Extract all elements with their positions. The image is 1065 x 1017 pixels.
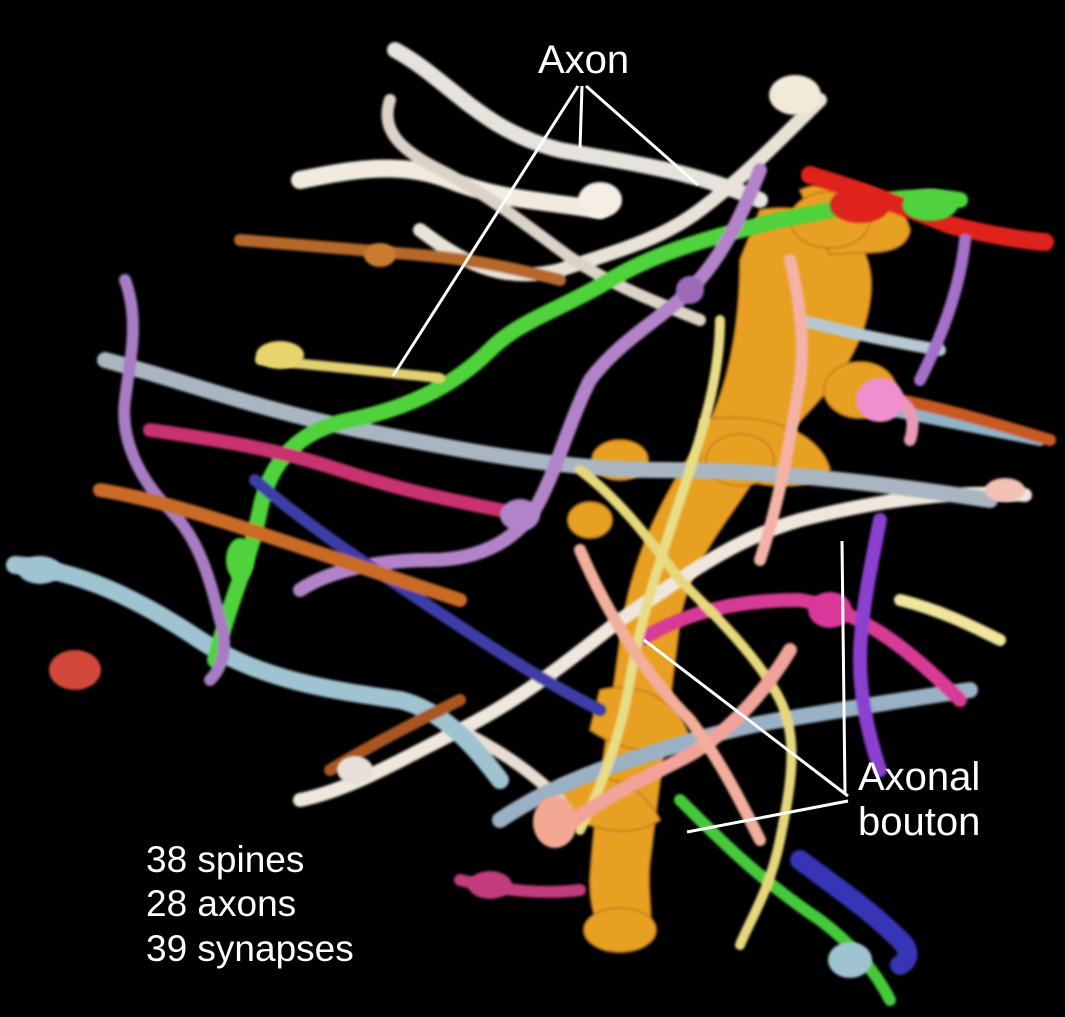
axon-blue-2 [790,850,918,975]
axon-red-1 [801,166,1054,251]
axon-orange-1 [93,483,467,607]
axon-green-2 [674,794,896,1006]
axon-yellow-1 [575,465,797,950]
axon-pink-1 [553,643,797,837]
reconstruction-stats: 38 spines 28 axons 39 synapses [146,838,354,971]
axon-yellow-2 [575,315,725,835]
axon-lightblue-1 [6,556,509,789]
bouton-red-1 [830,187,890,223]
axon-white-5 [293,486,1032,807]
axon-green-1 [207,189,968,668]
axon-pink-4 [574,544,766,846]
axonal-bouton-label-line2: bouton [858,799,981,844]
bouton-white-top [769,75,821,115]
axon-pink-2 [754,254,808,566]
callout-lines [391,84,849,834]
bouton-white-2 [578,182,622,218]
axon-purple-3 [853,513,887,777]
axons-count: 28 axons [146,883,297,925]
axon-orange-3 [894,394,1056,446]
axon-purple-2 [293,163,767,597]
bouton-lightblue-2 [828,942,872,978]
axon-callout-line-3 [585,84,699,187]
axon-blue-1 [249,474,606,716]
axon-white-4 [381,94,706,326]
axon-lightblue-2 [97,352,998,508]
axon-callout-line-2 [578,85,584,149]
axonal-bouton-label: Axonal bouton [858,755,980,845]
boutons [18,75,1025,978]
spines-count: 38 spines [146,839,305,880]
bouton-pink-2 [533,796,577,848]
bouton-callout-line-1 [643,638,849,798]
axon-lightblue-4 [794,314,946,356]
bouton-green-2 [902,189,958,221]
bouton-magenta-1 [808,592,852,628]
bouton-yellow-1 [256,341,304,369]
bouton-callout-line-3 [840,540,847,794]
bouton-purple-2 [500,499,540,531]
bouton-pink-1 [856,378,904,422]
axon-callout-line-1 [391,85,580,377]
bouton-callout-line-2 [686,799,849,834]
axon-orange-2 [234,234,566,286]
bouton-green-1 [226,538,254,582]
bouton-white-3 [337,756,373,784]
bouton-lightblue-1 [18,556,62,584]
bouton-red-2 [49,650,101,690]
axon-purple-4 [914,234,971,386]
axon-bundle [6,42,1056,1006]
axonal-bouton-label-line1: Axonal [858,755,981,799]
axon-label: Axon [538,38,630,82]
bouton-magenta-2 [468,871,512,899]
bouton-pink-3 [985,478,1025,502]
axon-white-1 [387,42,768,208]
axon-magenta-2 [633,593,967,707]
axon-magenta-1 [143,423,507,517]
synapses-count: 39 synapses [146,927,354,969]
axon-yellow-3 [894,594,1006,646]
bouton-orange-1 [364,243,396,267]
bouton-purple-1 [676,276,704,304]
